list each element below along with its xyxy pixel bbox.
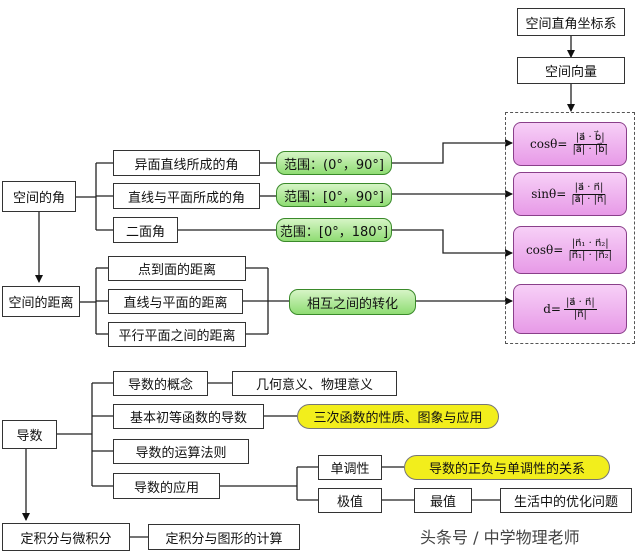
sign-relation-label: 导数的正负与单调性的关系 xyxy=(428,462,585,477)
range-label: 范围：(0°，90°] xyxy=(284,157,384,173)
integral-area-label: 定积分与图形的计算 xyxy=(165,531,283,547)
formula-numerator: |a⃗ · n⃗| xyxy=(564,297,597,310)
monotonic-label: 单调性 xyxy=(330,462,370,477)
distance-point-plane-box: 点到面的距离 xyxy=(108,256,246,281)
sign-relation-box: 导数的正负与单调性的关系 xyxy=(404,455,610,480)
extreme-box: 极值 xyxy=(318,488,382,513)
conversion-label: 相互之间的转化 xyxy=(306,296,398,312)
range-label: 范围：[0°，90°] xyxy=(284,189,384,205)
distance-item-label: 平行平面之间的距离 xyxy=(118,329,236,344)
basic-derivative-box: 基本初等函数的导数 xyxy=(113,404,264,429)
formula-angle-lines: cosθ= |a⃗ · b⃗||a⃗| · |b⃗| xyxy=(513,122,627,166)
angle-item-label: 直线与平面所成的角 xyxy=(127,190,245,206)
derivative-rules-label: 导数的运算法则 xyxy=(135,446,227,461)
formula-lhs: cosθ= xyxy=(530,137,568,151)
formula-denominator: |n⃗| xyxy=(573,308,587,320)
formula-group xyxy=(505,112,635,344)
range-skew-lines: 范围：(0°，90°] xyxy=(276,151,392,175)
angle-item-label: 异面直线所成的角 xyxy=(134,157,239,173)
meaning-box: 几何意义、物理意义 xyxy=(232,371,397,396)
formula-denominator: |n⃗₁| · |n⃗₂| xyxy=(568,249,613,261)
optimize-box: 生活中的优化问题 xyxy=(500,488,632,513)
space-angle-box: 空间的角 xyxy=(2,181,76,212)
integral-title: 定积分与微积分 xyxy=(20,531,112,547)
formula-numerator: |a⃗ · b⃗| xyxy=(573,132,607,145)
space-vector-box: 空间向量 xyxy=(517,57,625,84)
distance-item-label: 直线与平面的距离 xyxy=(123,296,228,311)
range-label: 范围：[0°，180°] xyxy=(279,224,389,240)
formula-distance: d= |a⃗ · n⃗||n⃗| xyxy=(513,284,627,334)
cubic-function-label: 三次函数的性质、图象与应用 xyxy=(313,411,483,426)
derivative-application-label: 导数的应用 xyxy=(133,480,199,496)
formula-lhs: sinθ= xyxy=(531,187,567,201)
formula-numerator: |a⃗ · n⃗| xyxy=(572,182,606,195)
integral-box: 定积分与微积分 xyxy=(2,523,130,551)
meaning-label: 几何意义、物理意义 xyxy=(255,378,373,393)
cubic-function-box: 三次函数的性质、图象与应用 xyxy=(297,404,499,429)
formula-dihedral: cosθ= |n⃗₁ · n⃗₂||n⃗₁| · |n⃗₂| xyxy=(513,226,627,274)
derivative-application-box: 导数的应用 xyxy=(113,473,220,499)
watermark: 头条号 / 中学物理老师 xyxy=(420,528,580,547)
monotonic-box: 单调性 xyxy=(318,455,382,480)
space-distance-title: 空间的距离 xyxy=(8,296,74,311)
formula-line-plane: sinθ= |a⃗ · n⃗||a⃗| · |n⃗| xyxy=(513,172,627,216)
distance-item-label: 点到面的距离 xyxy=(137,263,216,278)
space-vector-label: 空间向量 xyxy=(544,65,597,80)
distance-parallel-planes-box: 平行平面之间的距离 xyxy=(108,322,246,347)
range-dihedral: 范围：[0°，180°] xyxy=(276,218,392,242)
distance-line-plane-box: 直线与平面的距离 xyxy=(108,289,243,314)
conversion-box: 相互之间的转化 xyxy=(289,289,416,315)
angle-skew-lines-box: 异面直线所成的角 xyxy=(113,150,260,176)
derivative-concept-label: 导数的概念 xyxy=(127,378,193,393)
range-line-plane: 范围：[0°，90°] xyxy=(276,183,392,207)
angle-dihedral-box: 二面角 xyxy=(113,217,178,243)
angle-item-label: 二面角 xyxy=(125,224,165,240)
space-angle-title: 空间的角 xyxy=(12,191,65,206)
integral-area-box: 定积分与图形的计算 xyxy=(148,524,300,550)
formula-denominator: |a⃗| · |n⃗| xyxy=(571,193,607,205)
extreme-label: 极值 xyxy=(336,495,363,510)
formula-denominator: |a⃗| · |b⃗| xyxy=(572,143,608,155)
formula-lhs: cosθ= xyxy=(525,243,564,257)
coord-system-label: 空间直角坐标系 xyxy=(525,16,617,32)
derivative-box: 导数 xyxy=(2,420,57,449)
optimize-label: 生活中的优化问题 xyxy=(513,495,618,510)
basic-derivative-label: 基本初等函数的导数 xyxy=(129,411,247,426)
space-distance-box: 空间的距离 xyxy=(2,286,80,317)
max-min-label: 最值 xyxy=(429,495,456,510)
derivative-title: 导数 xyxy=(16,429,43,444)
derivative-concept-box: 导数的概念 xyxy=(113,371,208,396)
formula-lhs: d= xyxy=(543,302,561,316)
derivative-rules-box: 导数的运算法则 xyxy=(113,439,249,464)
formula-numerator: |n⃗₁ · n⃗₂| xyxy=(569,238,611,251)
max-min-box: 最值 xyxy=(414,488,472,513)
coord-system-box: 空间直角坐标系 xyxy=(517,8,625,36)
angle-line-plane-box: 直线与平面所成的角 xyxy=(113,183,260,209)
